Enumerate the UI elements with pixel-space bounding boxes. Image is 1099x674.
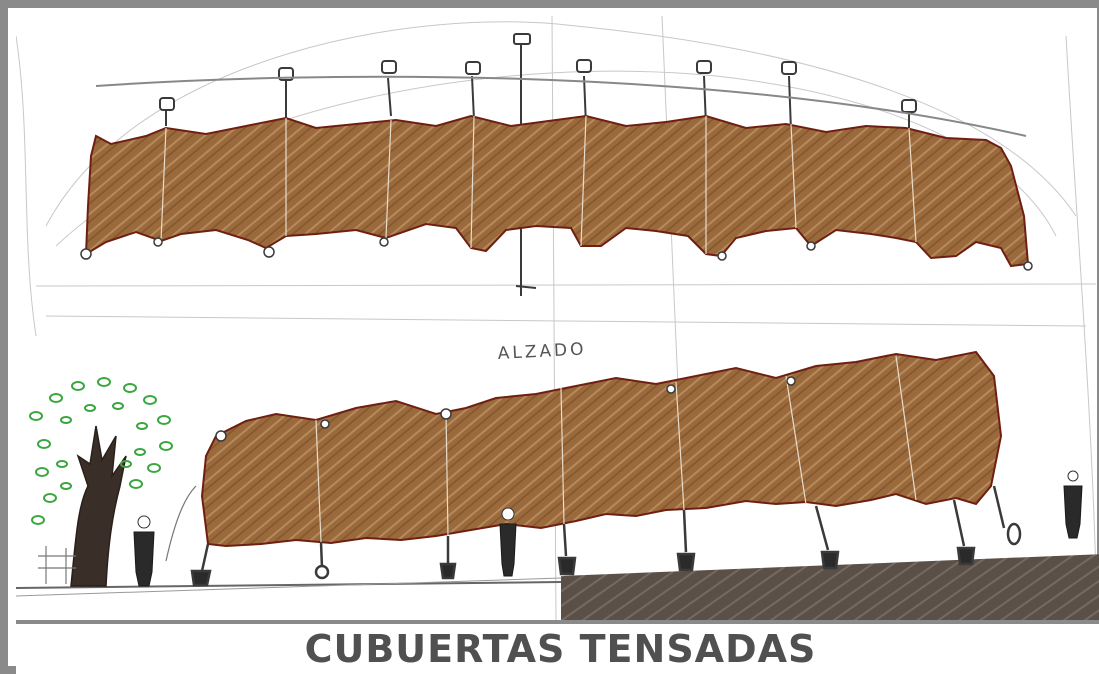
plan-canopy-seams: [160, 115, 917, 254]
plan-anchors: [80, 237, 1033, 271]
elevation-top-nodes: [215, 376, 796, 442]
background-pencil-lines: [16, 16, 1097, 620]
ground-section: [561, 554, 1099, 620]
tree-icon: [29, 377, 173, 587]
person-icon: [133, 515, 155, 587]
person-icon: [499, 507, 517, 577]
elevation-masts: [190, 485, 1022, 587]
sketch-area: ALZADO: [16, 16, 1099, 620]
person-icon: [1063, 470, 1083, 539]
fence-sketch: [38, 485, 197, 584]
caption-band: CUBUERTAS TENSADAS: [16, 620, 1099, 674]
plan-canopy: [84, 114, 1030, 268]
drawing-caption: CUBUERTAS TENSADAS: [304, 627, 817, 671]
elevation-label: ALZADO: [497, 339, 587, 364]
elevation-canopy-seams: [315, 355, 917, 543]
elevation-canopy: [200, 350, 1003, 548]
